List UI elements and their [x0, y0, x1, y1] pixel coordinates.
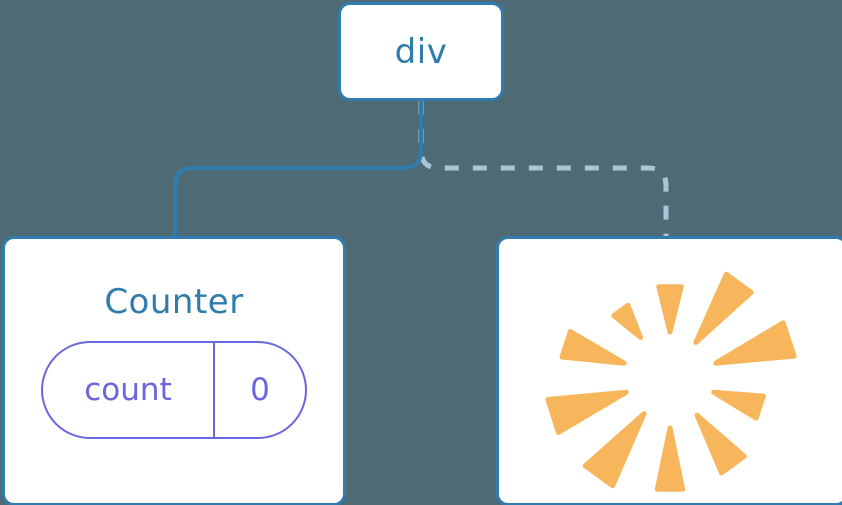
burst-sparkle-icon [545, 271, 797, 492]
counter-node-label: Counter [104, 282, 244, 322]
burst-ray-4 [711, 389, 766, 421]
burst-ray-3 [713, 320, 797, 366]
burst-ray-2 [693, 271, 754, 345]
burst-node[interactable] [496, 236, 842, 505]
burst-ray-9 [559, 329, 627, 366]
burst-ray-7 [582, 411, 647, 489]
burst-ray-8 [545, 389, 629, 435]
root-node-label: div [394, 31, 448, 72]
counter-node[interactable]: Counter count 0 [2, 236, 346, 505]
burst-ray-6 [654, 425, 686, 492]
burst-ray-5 [694, 412, 747, 476]
state-value-label: 0 [250, 372, 270, 408]
edge-div-to-counter [173, 101, 423, 238]
burst-ray-1 [656, 284, 684, 335]
burst-ray-10 [611, 302, 644, 340]
edge-div-to-burst [418, 101, 669, 238]
root-node-div[interactable]: div [338, 2, 504, 101]
state-pill-count[interactable]: count 0 [41, 341, 307, 439]
state-key-label: count [43, 343, 215, 437]
